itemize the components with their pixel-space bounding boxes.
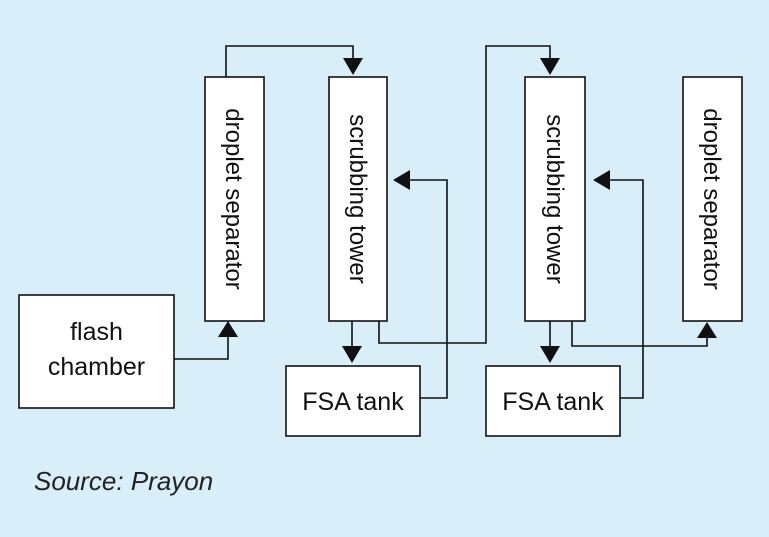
connector-tank-2-recirculation — [610, 179, 644, 399]
connector-tower-1-to-tower-2 — [378, 45, 551, 344]
arrowhead-into-tank-2 — [540, 346, 560, 363]
connector-tank-1-recirculation — [410, 179, 448, 399]
arrowhead-into-separator-1 — [218, 321, 238, 337]
fsa-tank-2-node: FSA tank — [485, 365, 621, 437]
connector-separator-1-to-tower-1 — [225, 45, 354, 77]
source-caption: Source: Prayon — [34, 466, 214, 496]
flash-chamber-label-line1: flash — [70, 318, 123, 346]
fsa-tank-2-label: FSA tank — [502, 388, 604, 416]
droplet-separator-1-label: droplet separator — [220, 108, 247, 289]
arrowhead-into-tower-1-top — [343, 58, 363, 75]
scrubbing-tower-2-label: scrubbing tower — [541, 114, 568, 283]
fsa-tank-1-node: FSA tank — [285, 365, 421, 437]
arrowhead-into-tower-2-top — [540, 58, 560, 75]
scrubbing-tower-1-label: scrubbing tower — [344, 114, 371, 283]
arrowhead-into-tower-1-side — [393, 170, 410, 190]
svg-text:flash: flash — [70, 318, 123, 346]
droplet-separator-2-node: droplet separator — [682, 76, 743, 322]
flash-chamber-node: flash chamber — [18, 294, 175, 409]
droplet-separator-2-label: droplet separator — [698, 108, 725, 289]
flash-chamber-label-line2: chamber — [48, 353, 145, 381]
droplet-separator-1-node: droplet separator — [204, 76, 265, 322]
connector-flash-to-separator-1 — [174, 337, 229, 360]
scrubbing-tower-2-node: scrubbing tower — [524, 76, 586, 322]
scrubbing-tower-1-node: scrubbing tower — [328, 76, 388, 322]
arrowhead-into-tank-1 — [342, 346, 362, 363]
arrowhead-into-tower-2-side — [593, 170, 610, 190]
connector-tower-2-to-separator-2 — [571, 321, 708, 347]
arrowhead-into-separator-2 — [697, 322, 717, 338]
fsa-tank-1-label: FSA tank — [302, 388, 404, 416]
flow-connectors — [174, 45, 717, 399]
svg-text:chamber: chamber — [48, 353, 145, 381]
